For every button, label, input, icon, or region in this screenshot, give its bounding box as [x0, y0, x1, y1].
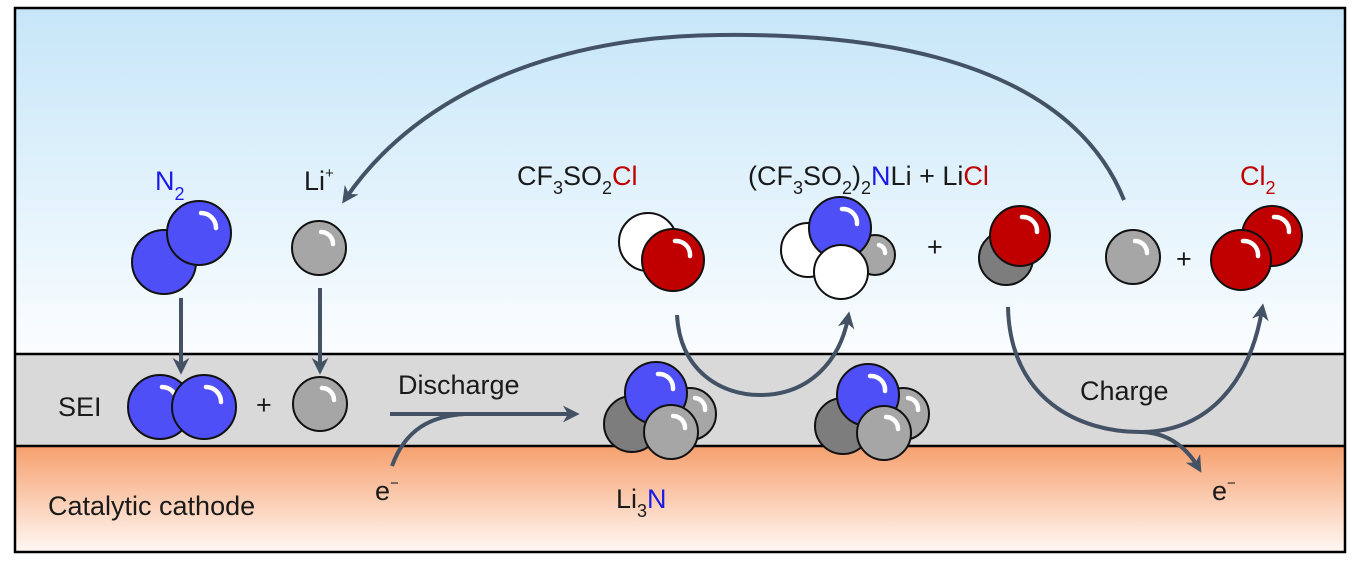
charge-arrow — [1006, 303, 1269, 435]
cl2-molecule — [1210, 205, 1303, 291]
li-ion — [291, 220, 347, 276]
plus-sign-sei: + — [256, 390, 272, 420]
n2-label: N2 — [155, 166, 185, 204]
cl2-label: Cl2 — [1240, 161, 1276, 198]
li3n-cluster-1 — [603, 361, 717, 460]
electron-right-label: e− — [1212, 475, 1236, 506]
frame-border — [13, 6, 1347, 554]
cathode-label: Catalytic cathode — [48, 491, 255, 521]
charge-label: Charge — [1080, 376, 1169, 406]
n2-molecule — [131, 200, 232, 295]
litfsi-molecule — [780, 196, 896, 300]
electron-left-label: e− — [375, 475, 399, 506]
licl-molecule — [978, 205, 1051, 286]
li-atom-right — [1105, 229, 1161, 285]
li3n-cluster-2 — [814, 363, 930, 461]
li3n-reaction-arrow — [675, 311, 855, 398]
electron-out-arrow — [1139, 430, 1202, 473]
sei-label: SEI — [58, 392, 102, 422]
product-label: (CF3SO2)2NLi + LiCl — [748, 161, 989, 198]
li-plus-label: Li+ — [304, 165, 334, 196]
discharge-label: Discharge — [398, 370, 520, 400]
plus-sign-charge: + — [1176, 244, 1192, 274]
cathode-layer — [15, 446, 1345, 552]
electrolyte-layer — [15, 8, 1345, 354]
plus-sign-products: + — [927, 232, 943, 262]
cf3so2cl-label: CF3SO2Cl — [517, 161, 638, 198]
electron-in-curve — [390, 412, 466, 467]
sei-n2-molecule — [127, 374, 237, 440]
sei-li-atom — [292, 376, 348, 432]
li-recycle-arrow — [342, 32, 1126, 204]
cf3so2cl-molecule — [618, 212, 705, 292]
li3n-label: Li3N — [616, 484, 667, 521]
